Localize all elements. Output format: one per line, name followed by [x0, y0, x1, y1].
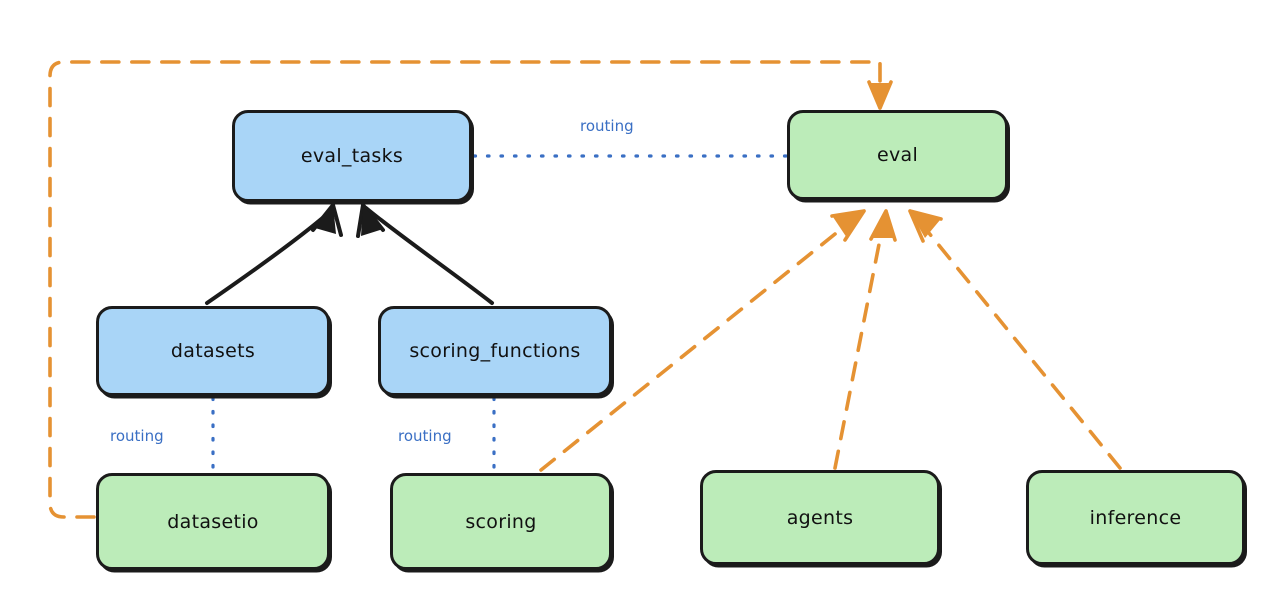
node-label: datasetio — [167, 510, 259, 533]
composition-edge-scoring-functions-to-eval-tasks — [356, 203, 494, 305]
node-label: eval_tasks — [300, 145, 404, 167]
edge-label-routing-eval-tasks-eval: routing — [580, 117, 634, 135]
node-eval[interactable]: eval — [787, 110, 1008, 200]
node-label: datasets — [170, 340, 256, 362]
node-datasetio[interactable]: datasetio — [96, 473, 330, 570]
node-label: scoring_functions — [409, 340, 581, 362]
dependency-edge-agents-to-eval — [833, 209, 897, 470]
node-eval-tasks[interactable]: eval_tasks — [232, 110, 472, 202]
edge-label-routing-scoring-functions-scoring: routing — [398, 427, 452, 445]
node-inference[interactable]: inference — [1026, 470, 1245, 565]
node-agents[interactable]: agents — [700, 470, 940, 565]
node-scoring-functions[interactable]: scoring_functions — [378, 306, 612, 396]
edge-label-routing-datasets-datasetio: routing — [110, 427, 164, 445]
dependency-edge-scoring-to-eval — [539, 209, 866, 472]
dependency-edge-inference-to-eval — [908, 209, 1122, 470]
composition-edge-datasets-to-eval-tasks — [205, 203, 343, 305]
dependency-edge-datasetio-to-eval — [48, 60, 893, 519]
node-label: inference — [1089, 506, 1182, 529]
node-label: scoring — [465, 510, 537, 533]
node-datasets[interactable]: datasets — [96, 306, 330, 396]
node-label: agents — [786, 506, 854, 529]
node-scoring[interactable]: scoring — [390, 473, 612, 570]
node-label: eval — [876, 144, 919, 166]
